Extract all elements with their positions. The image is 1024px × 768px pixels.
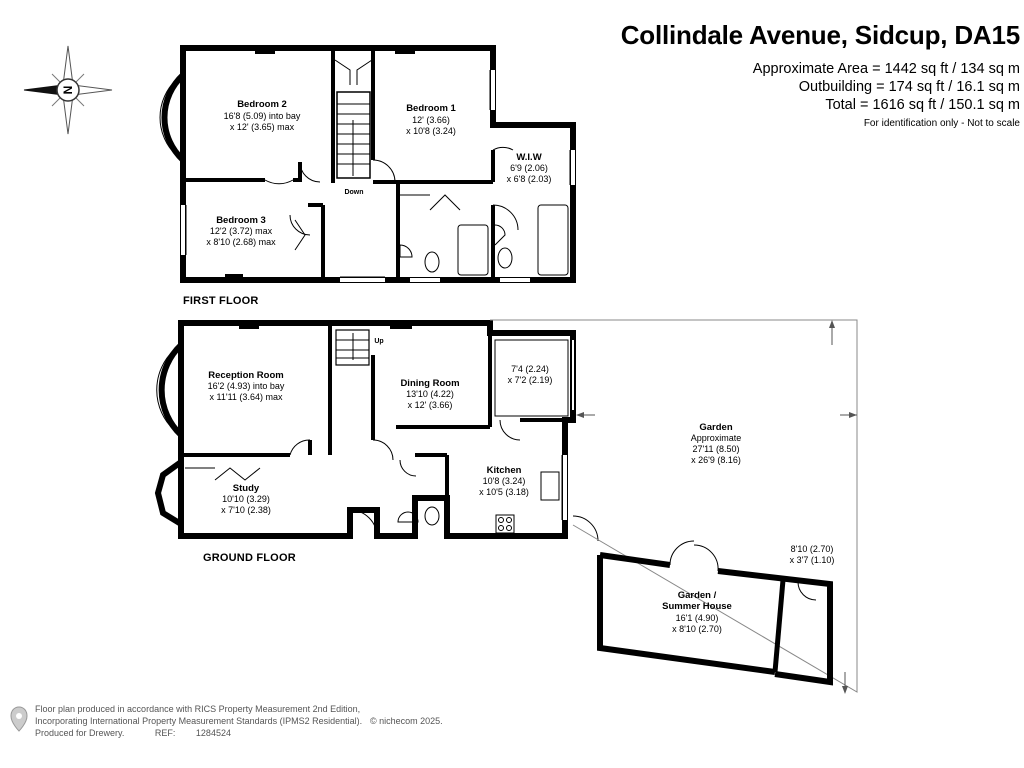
summer-house-dim2: x 8'10 (2.70) [672, 624, 722, 634]
wiw-dim2: x 6'8 (2.03) [507, 174, 552, 184]
garden-label: Garden [699, 422, 732, 433]
dining-dim2: x 12' (3.66) [408, 400, 453, 410]
garden-dim0: Approximate [691, 433, 742, 443]
kitchen-label: Kitchen [487, 465, 522, 476]
garden-dim1: 27'11 (8.50) [692, 444, 739, 454]
ground-floor-plan: Reception Room 16'2 (4.93) into bay x 11… [154, 320, 599, 542]
scale-note: For identification only - Not to scale [863, 118, 1020, 129]
reception-label: Reception Room [208, 370, 283, 381]
area-total: Total = 1616 sq ft / 150.1 sq m [825, 97, 1020, 113]
first-floor-plan: Bedroom 2 16'8 (5.09) into bay x 12' (3.… [159, 45, 576, 283]
bedroom2-dim2: x 12' (3.65) max [230, 122, 295, 132]
conservatory-dim2: x 7'2 (2.19) [508, 375, 553, 385]
area-summary: Approximate Area = 1442 sq ft / 134 sq m… [753, 60, 1020, 114]
dining-label: Dining Room [400, 378, 459, 389]
bedroom3-label: Bedroom 3 [216, 215, 266, 226]
wiw-label: W.I.W [516, 152, 541, 163]
summer-house-dim1: 16'1 (4.90) [676, 613, 719, 623]
store-dim2: x 3'7 (1.10) [790, 555, 835, 565]
bedroom2-label: Bedroom 2 [237, 99, 287, 110]
reception-dim2: x 11'11 (3.64) max [210, 392, 283, 402]
footer-line2: Incorporating International Property Mea… [35, 716, 363, 726]
compass-icon: N [23, 45, 113, 135]
footer-produced-for: Produced for Drewery. [35, 728, 125, 738]
garden-dim2: x 26'9 (8.16) [691, 455, 741, 465]
study-label: Study [233, 483, 260, 494]
stairs-down-label: Down [344, 189, 363, 196]
first-floor-label: FIRST FLOOR [183, 295, 259, 307]
footer-brand: © nichecom 2025. [370, 716, 443, 726]
conservatory-dim1: 7'4 (2.24) [511, 364, 549, 374]
garden-plan: Garden Approximate 27'11 (8.50) x 26'9 (… [490, 319, 858, 694]
footer-ref-label: REF: [154, 728, 176, 738]
wiw-dim1: 6'9 (2.06) [510, 163, 548, 173]
summer-house-name1: Garden / [678, 590, 717, 601]
bedroom3-dim1: 12'2 (3.72) max [210, 226, 273, 236]
bedroom1-dim1: 12' (3.66) [412, 115, 450, 125]
study-dim1: 10'10 (3.29) [222, 494, 270, 504]
area-main: Approximate Area = 1442 sq ft / 134 sq m [752, 61, 1020, 77]
store-dim1: 8'10 (2.70) [791, 544, 834, 554]
bedroom1-dim2: x 10'8 (3.24) [406, 126, 456, 136]
kitchen-dim1: 10'8 (3.24) [483, 476, 526, 486]
stairs-up-label: Up [374, 338, 383, 345]
ground-floor-label: GROUND FLOOR [203, 552, 296, 564]
reception-dim1: 16'2 (4.93) into bay [208, 381, 285, 391]
footer-line1: Floor plan produced in accordance with R… [35, 704, 361, 714]
property-title: Collindale Avenue, Sidcup, DA15 [620, 20, 1020, 50]
dining-dim1: 13'10 (4.22) [406, 389, 454, 399]
footer-ref-value: 1284524 [195, 728, 231, 738]
footer: Floor plan produced in accordance with R… [35, 703, 443, 739]
bedroom2-dim1: 16'8 (5.09) into bay [224, 111, 301, 121]
rics-logo-icon [10, 706, 28, 732]
compass-label: N [61, 86, 75, 95]
summer-house-name2: Summer House [662, 601, 732, 612]
study-dim2: x 7'10 (2.38) [221, 505, 271, 515]
area-outbuilding: Outbuilding = 174 sq ft / 16.1 sq m [798, 79, 1020, 95]
summer-house-plan: Garden / Summer House 16'1 (4.90) x 8'10… [597, 540, 835, 686]
bedroom3-dim2: x 8'10 (2.68) max [206, 237, 276, 247]
kitchen-dim2: x 10'5 (3.18) [479, 487, 529, 497]
bedroom1-label: Bedroom 1 [406, 103, 456, 114]
